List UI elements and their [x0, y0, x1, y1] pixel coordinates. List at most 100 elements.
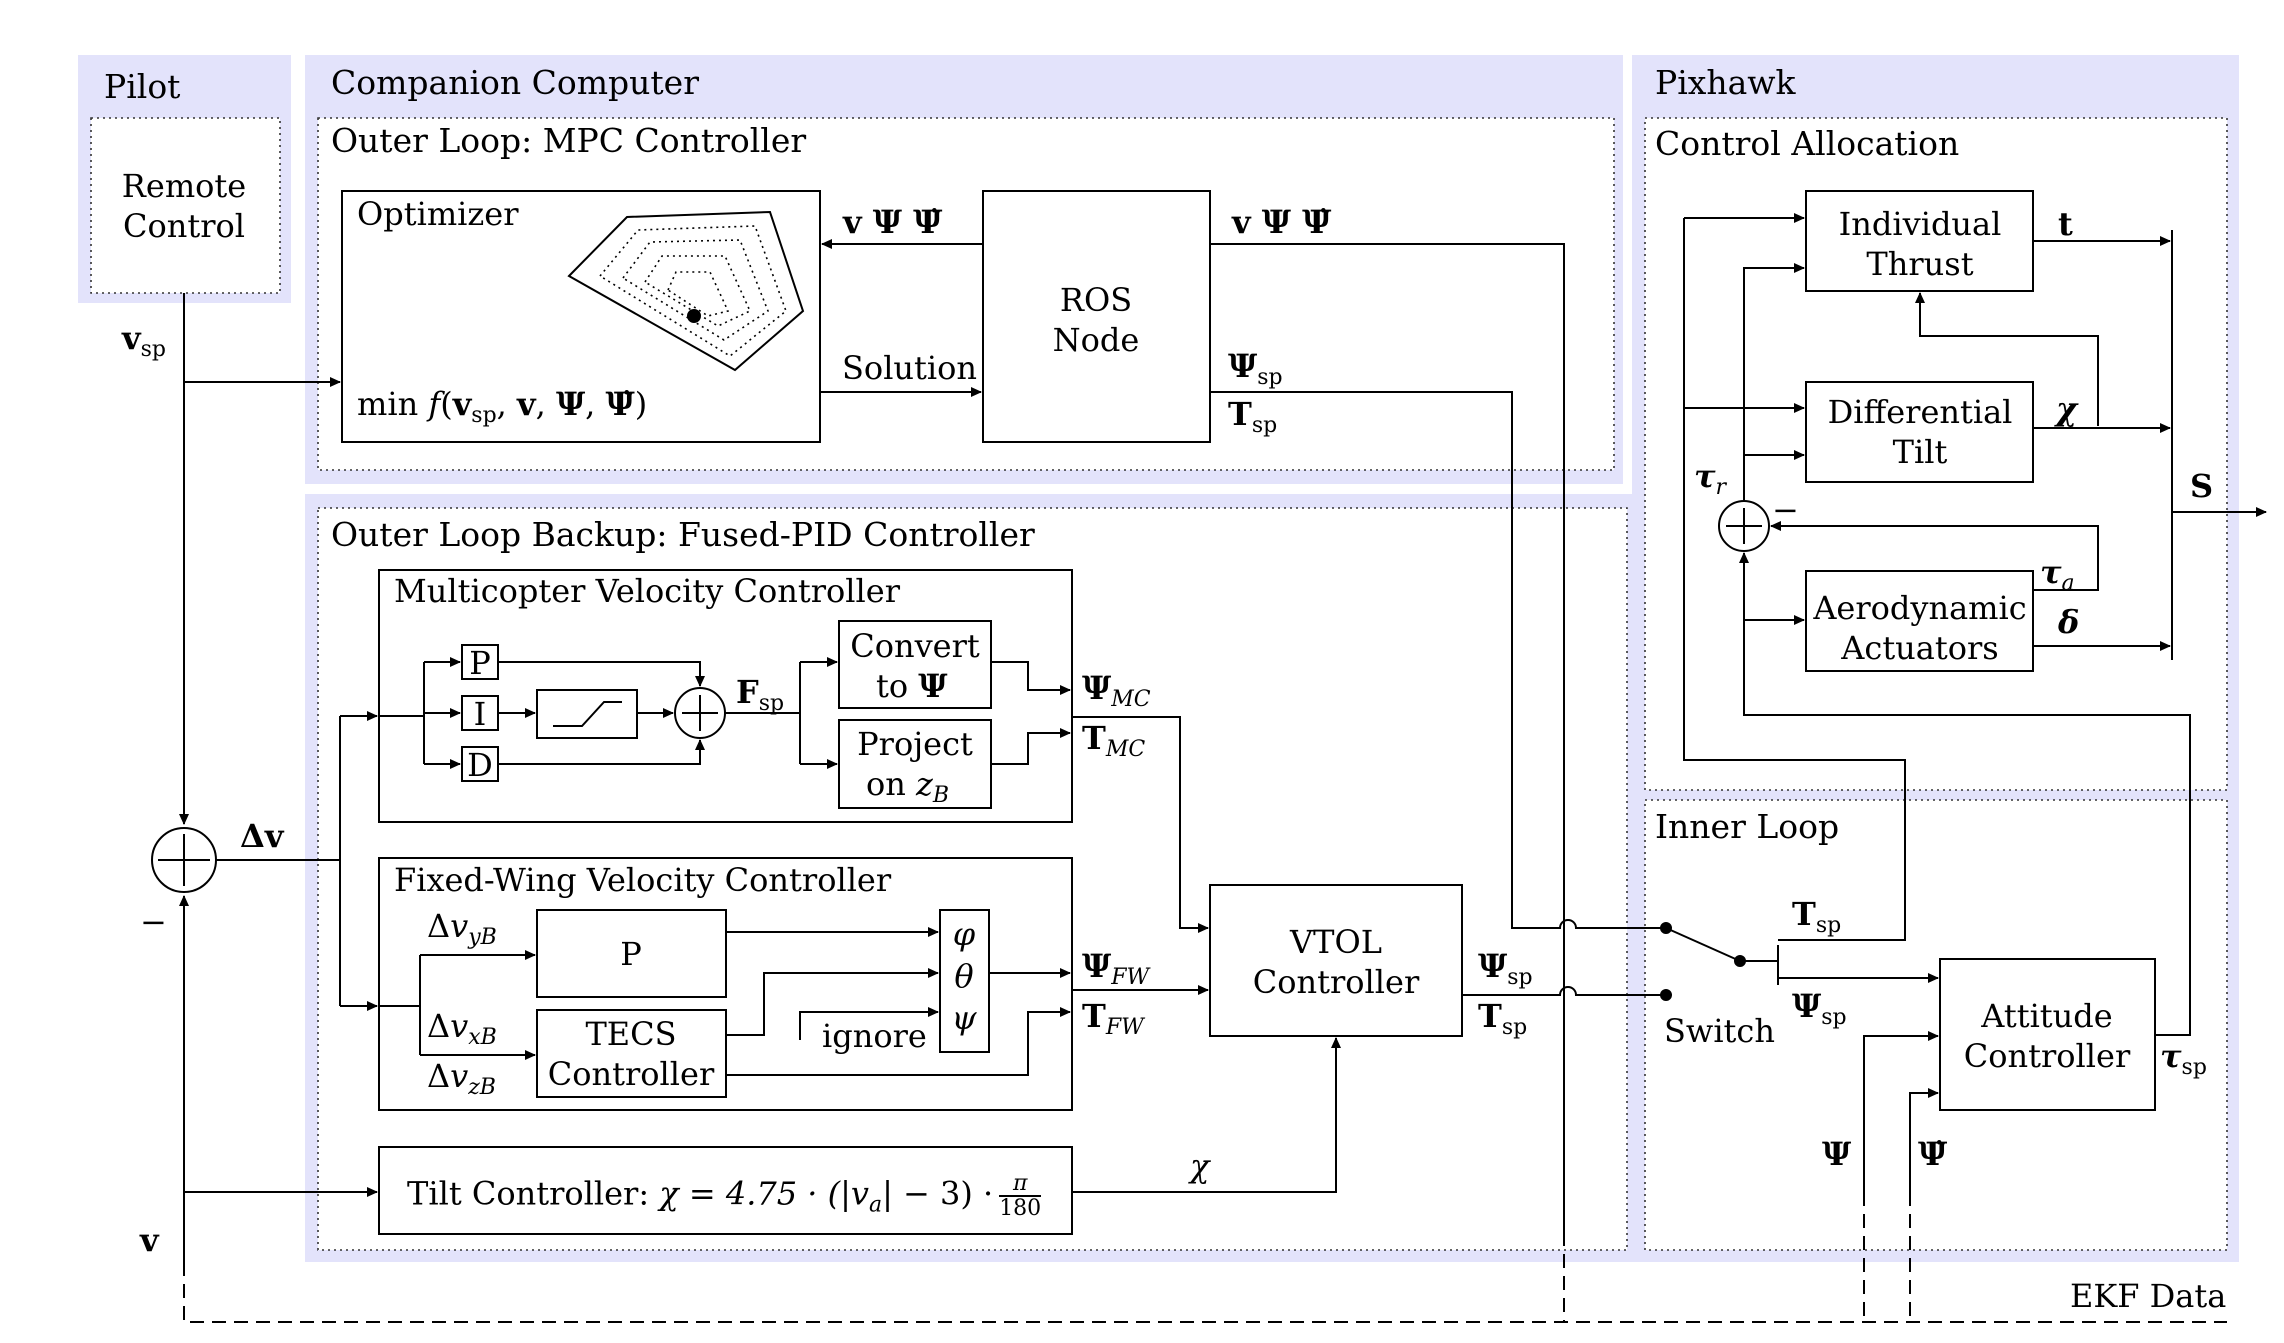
- phi-label: φ: [952, 915, 976, 953]
- s-output-label: S: [2190, 467, 2214, 505]
- convert-to: to: [876, 667, 909, 705]
- ros-out-feedback-label: v Ψ Ψ̇: [1232, 203, 1332, 241]
- dv-zb-label: ΔvzB: [427, 1057, 496, 1100]
- tau-a-label: τa: [2040, 553, 2075, 596]
- inner-t-sp-label: Tsp: [1792, 895, 1842, 938]
- individual-thrust-block: [1805, 190, 2034, 292]
- project-label-2: on zB: [866, 765, 950, 808]
- tilt-law-rest: | − 3) ·: [882, 1174, 994, 1213]
- remote-subpanel: [90, 117, 281, 294]
- convert-label-1: Convert: [850, 627, 980, 665]
- ekf-label: EKF Data: [2070, 1277, 2227, 1315]
- psi-feedback-label: Ψ: [1822, 1135, 1852, 1173]
- pilot-title: Pilot: [104, 67, 181, 106]
- ros-node-label-2: Node: [1052, 321, 1140, 359]
- fw-velocity-label: Fixed-Wing Velocity Controller: [394, 861, 892, 899]
- ros-node-block: [982, 190, 1211, 443]
- individual-thrust-label-1: Individual: [1838, 205, 2002, 243]
- t-fw-label: TFW: [1082, 997, 1144, 1040]
- tilt-deg: 180: [999, 1196, 1042, 1222]
- p-label: P: [469, 644, 491, 682]
- tilt-controller-block: [378, 1146, 1073, 1235]
- inner-psi-sp-label: Ψsp: [1792, 987, 1847, 1030]
- tilt-law-a: a: [868, 1192, 883, 1218]
- tau-r-label: τr: [1694, 457, 1727, 500]
- dv-yb-label: ΔvyB: [427, 907, 497, 950]
- t-output-label: t: [2058, 205, 2073, 243]
- fw-p-block: [536, 909, 727, 998]
- v-input-label: v: [140, 1221, 159, 1259]
- tau-sp-label: τsp: [2160, 1037, 2207, 1080]
- tecs-block: [536, 1009, 727, 1098]
- optimizer-label: Optimizer: [357, 195, 519, 233]
- vtol-label-1: VTOL: [1290, 923, 1382, 961]
- switch-label: Switch: [1664, 1012, 1775, 1050]
- aero-actuators-label-2: Actuators: [1841, 629, 1999, 667]
- individual-thrust-label-2: Thrust: [1866, 245, 1974, 283]
- ros-node-label-1: ROS: [1059, 281, 1133, 319]
- remote-control-label-1: Remote: [121, 167, 247, 205]
- minus-sign-tau: −: [1772, 491, 1799, 529]
- optimizer-contour-icon: [567, 210, 805, 372]
- convert-block: [838, 620, 992, 709]
- chi-output-label: χ: [2056, 390, 2078, 428]
- project-block: [838, 719, 992, 809]
- remote-control-label-2: Control: [122, 207, 246, 245]
- attitude-label-2: Controller: [1963, 1037, 2131, 1075]
- psi-mc-label: ΨMC: [1082, 669, 1151, 712]
- companion-title: Companion Computer: [331, 63, 699, 102]
- convert-label-2: to Ψ: [876, 667, 948, 705]
- aero-actuators-label-1: Aerodynamic: [1813, 589, 2027, 627]
- mc-velocity-label: Multicopter Velocity Controller: [394, 572, 900, 610]
- euler-block: [939, 909, 990, 1053]
- project-label-1: Project: [857, 725, 973, 763]
- t-sp-label: Tsp: [1228, 395, 1278, 438]
- attitude-controller-block: [1939, 958, 2156, 1111]
- t-mc-label: TMC: [1082, 719, 1146, 762]
- psi-sp-label: Ψsp: [1228, 347, 1283, 390]
- tilt-law: χ = 4.75 · (|v: [659, 1174, 869, 1213]
- tilt-controller-name: Tilt Controller:: [407, 1174, 650, 1213]
- minus-sign-dv: −: [140, 903, 167, 941]
- pixhawk-title: Pixhawk: [1655, 63, 1796, 102]
- outer-backup-title: Outer Loop Backup: Fused-PID Controller: [331, 515, 1035, 554]
- p-block: [461, 644, 499, 680]
- theta-label: θ: [954, 957, 974, 995]
- tilt-controller-label: Tilt Controller: χ = 4.75 · (|va| − 3) ·…: [407, 1172, 1042, 1222]
- vtol-block: [1209, 884, 1463, 1037]
- differential-tilt-label-2: Tilt: [1892, 433, 1948, 471]
- tecs-label-1: TECS: [585, 1015, 677, 1053]
- tecs-label-2: Controller: [547, 1055, 715, 1093]
- delta-output-label: δ: [2058, 603, 2080, 641]
- solution-label: Solution: [842, 349, 977, 387]
- i-block: [461, 695, 499, 731]
- control-allocation-title: Control Allocation: [1655, 124, 1960, 163]
- vtol-t-sp-label: Tsp: [1478, 997, 1528, 1040]
- psi-label: ψ: [951, 999, 977, 1037]
- ignore-label: ignore: [822, 1017, 927, 1055]
- saturation-block: [536, 689, 638, 739]
- d-label: D: [467, 746, 493, 784]
- ros-feedback-label: v Ψ Ψ̇: [843, 203, 943, 241]
- chi-tilt-label: χ: [1190, 1147, 1210, 1185]
- attitude-label-1: Attitude: [1981, 997, 2113, 1035]
- vtol-psi-sp-label: Ψsp: [1478, 947, 1533, 990]
- psi-fw-label: ΨFW: [1082, 947, 1150, 990]
- optimizer-objective: min f(vsp, v, Ψ, Ψ̇): [357, 385, 648, 428]
- tilt-pi: π: [999, 1172, 1042, 1198]
- project-on: on: [866, 765, 906, 803]
- f-sp-label: Fsp: [736, 673, 785, 716]
- inner-loop-title: Inner Loop: [1655, 807, 1840, 846]
- vtol-label-2: Controller: [1252, 963, 1420, 1001]
- psi-dot-feedback-label: Ψ̇: [1918, 1135, 1948, 1173]
- vsp-signal-label: vsp: [122, 319, 166, 362]
- saturation-icon: [553, 701, 622, 727]
- fw-p-label: P: [620, 935, 642, 973]
- differential-tilt-block: [1805, 381, 2034, 483]
- outer-loop-title: Outer Loop: MPC Controller: [331, 121, 807, 160]
- d-block: [461, 746, 499, 782]
- aero-actuators-block: [1805, 570, 2034, 672]
- optimizer-block: [341, 190, 821, 443]
- delta-v-label: Δv: [240, 817, 284, 855]
- differential-tilt-label-1: Differential: [1827, 393, 2013, 431]
